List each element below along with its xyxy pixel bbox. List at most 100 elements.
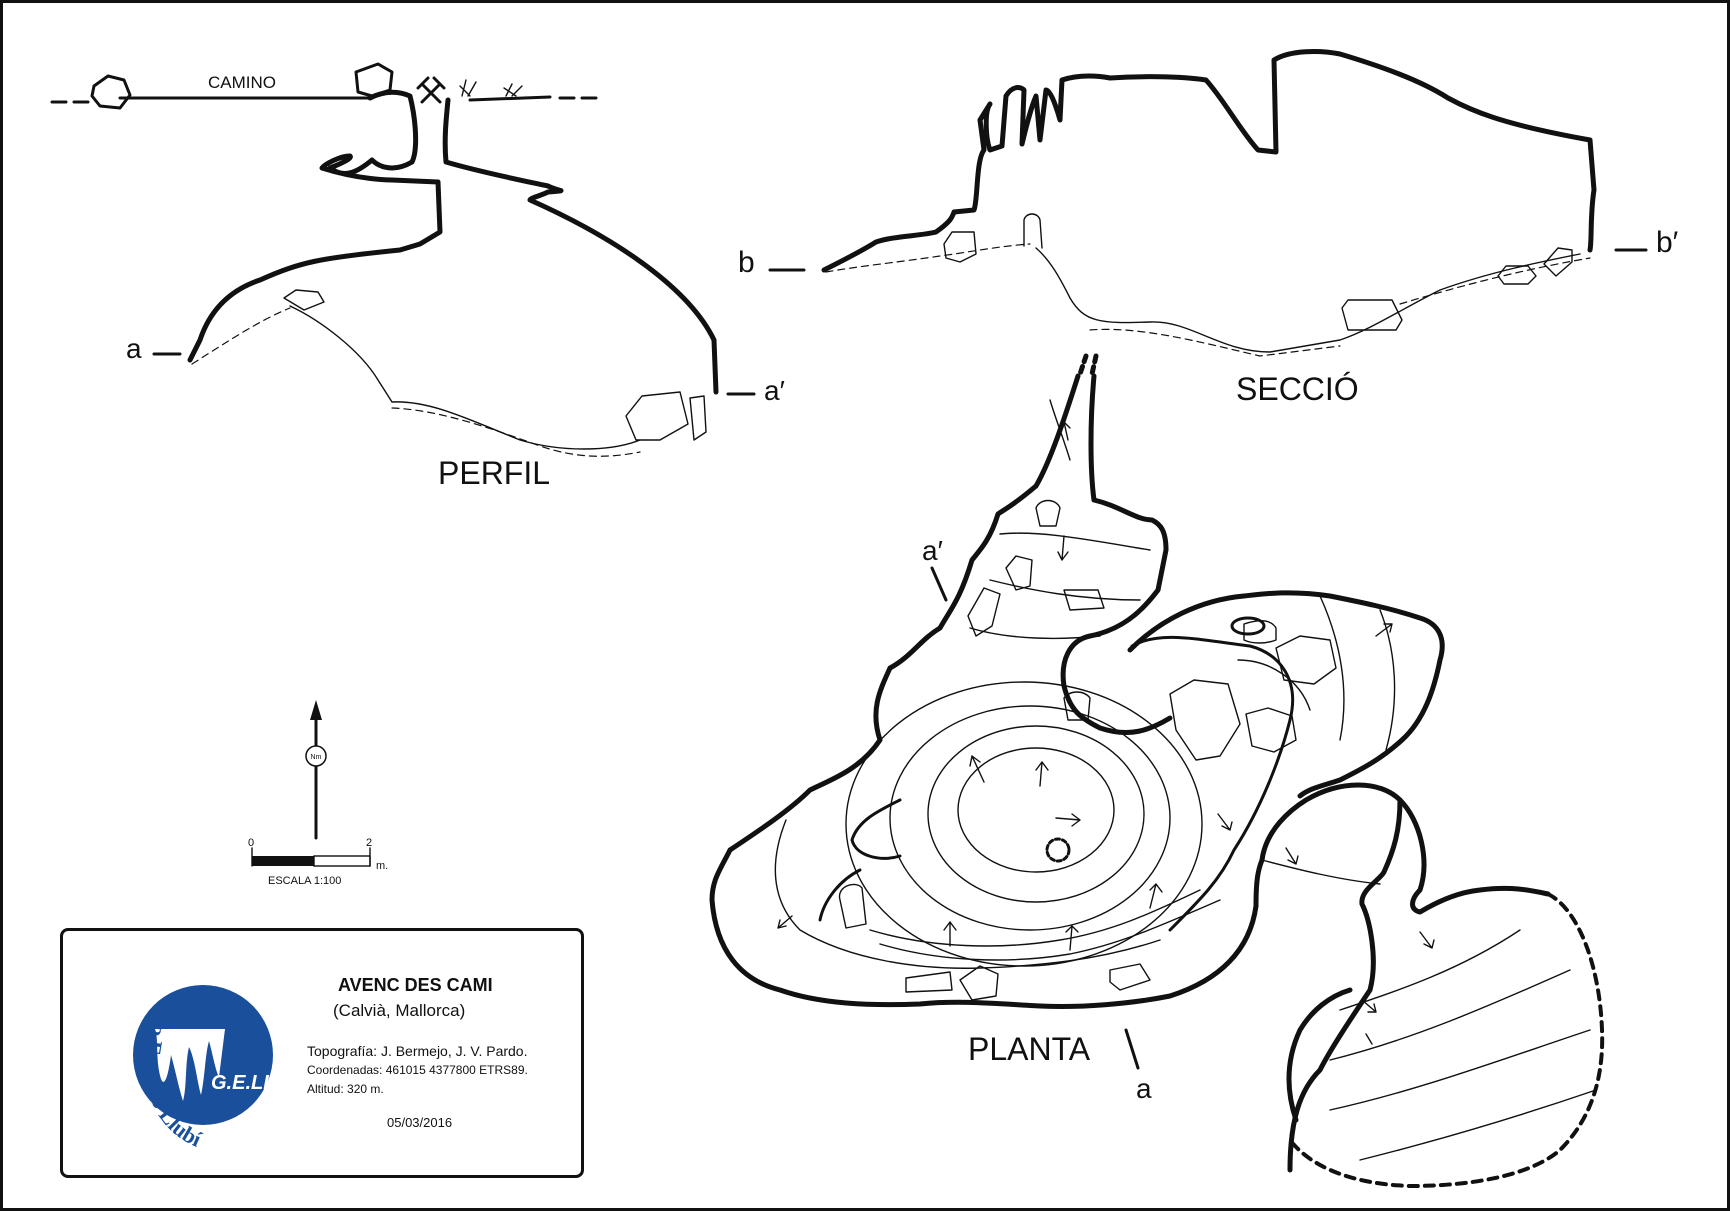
profile-wall-left bbox=[187, 89, 443, 363]
contour-line bbox=[845, 681, 1203, 967]
north-arrow-and-scale: Nm 0 2 m. ESCALA 1:100 bbox=[248, 700, 388, 887]
plan-outline-passage bbox=[1060, 373, 1173, 736]
pick-tools-icon bbox=[416, 76, 446, 104]
logo-abbreviation: G.E.LL. bbox=[211, 1072, 281, 1094]
logo-stalactite-icon bbox=[155, 1029, 225, 1101]
contour-line bbox=[1237, 659, 1311, 711]
boulder-icon bbox=[1169, 679, 1241, 761]
north-symbol-icon bbox=[305, 745, 327, 767]
slope-arrow-icon bbox=[1285, 847, 1299, 865]
profile-sediment bbox=[191, 307, 291, 365]
slope-arrow-icon bbox=[1057, 535, 1069, 561]
contour-line bbox=[1261, 859, 1381, 885]
boulder-icon bbox=[1243, 620, 1277, 644]
plan-ledge bbox=[1168, 718, 1292, 932]
plan-title: PLANTA bbox=[968, 1031, 1091, 1067]
boulder-icon bbox=[959, 965, 999, 1001]
profile-floor bbox=[289, 305, 641, 450]
section-sediment bbox=[1089, 328, 1341, 357]
scale-bar-black bbox=[252, 856, 314, 866]
plan-ledge bbox=[1130, 635, 1295, 722]
slope-arrow-icon bbox=[1365, 1033, 1373, 1045]
boulder-icon bbox=[1005, 555, 1033, 591]
scale-start: 0 bbox=[248, 837, 254, 849]
contour-line bbox=[1359, 1089, 1597, 1161]
stalagmite-icon bbox=[1023, 213, 1043, 249]
plan-outline-lower-left bbox=[1286, 987, 1353, 1123]
road-line-right bbox=[468, 95, 552, 102]
plan-outline-lower-lobe bbox=[1397, 797, 1551, 915]
section-sediment bbox=[825, 243, 1031, 273]
boulder-icon bbox=[967, 587, 1001, 637]
slope-arrow-icon bbox=[1361, 999, 1377, 1013]
cave-name: AVENC DES CAMI bbox=[338, 975, 493, 995]
boulder-icon bbox=[1497, 265, 1537, 285]
marker-b: b bbox=[738, 246, 755, 279]
contour-line bbox=[989, 579, 1141, 601]
slope-arrow-icon bbox=[1217, 813, 1233, 831]
plan-entrance bbox=[1077, 353, 1099, 377]
boulder-icon bbox=[90, 74, 132, 110]
contour-line bbox=[957, 747, 1115, 873]
contour-line bbox=[1329, 969, 1571, 1061]
legend-box: Grup Espeleo Llubí G.E.LL. AVENC DES CAM… bbox=[60, 928, 584, 1178]
contour-line bbox=[889, 705, 1171, 931]
contour-line bbox=[999, 532, 1151, 551]
boulder-icon bbox=[625, 391, 689, 441]
scale-bar-white bbox=[313, 855, 371, 867]
grass-icon bbox=[459, 79, 523, 97]
boulder-icon bbox=[838, 883, 867, 929]
survey-authors: Topografía: J. Bermejo, J. V. Pardo. bbox=[307, 1043, 528, 1059]
slope-arrow-icon bbox=[943, 921, 957, 947]
slope-arrow-icon bbox=[1149, 883, 1163, 909]
boulder-icon bbox=[905, 971, 953, 993]
slope-arrow-icon bbox=[1375, 623, 1393, 637]
boulder-icon bbox=[689, 395, 707, 441]
contour-line bbox=[869, 889, 1201, 947]
section-title: SECCIÓ bbox=[1236, 371, 1359, 407]
north-arrow-head-icon bbox=[310, 700, 322, 720]
altitude: Altitud: 320 m. bbox=[307, 1082, 384, 1096]
contour-line bbox=[1339, 929, 1521, 1011]
scale-end: 2 bbox=[366, 837, 372, 849]
profile-view: CAMINO a a′ PERFIL bbox=[50, 62, 785, 491]
profile-sediment bbox=[391, 407, 641, 457]
marker-a: a bbox=[126, 333, 142, 364]
marker-b-prime: b′ bbox=[1656, 226, 1679, 259]
pit-icon bbox=[1045, 837, 1071, 863]
slope-arrow-icon bbox=[1065, 925, 1079, 951]
contour-line bbox=[774, 819, 1161, 969]
plan-marker-a: a bbox=[1136, 1073, 1152, 1104]
club-logo: Grup Espeleo Llubí G.E.LL. bbox=[133, 985, 281, 1152]
plan-outline-unexplored bbox=[1288, 892, 1605, 1188]
marker-a-prime: a′ bbox=[764, 375, 785, 406]
plan-outline-right-lobe bbox=[1127, 590, 1445, 799]
section-view: b b′ SECCIÓ bbox=[738, 49, 1679, 407]
plan-outline-main bbox=[709, 373, 1403, 1173]
plan-marker-a-line bbox=[1124, 1028, 1140, 1070]
contour-line bbox=[1319, 595, 1345, 741]
slope-arrow-icon bbox=[1419, 931, 1435, 949]
contour-line bbox=[879, 899, 1221, 961]
road-label: CAMINO bbox=[208, 73, 276, 92]
slope-arrow-icon bbox=[1055, 813, 1081, 827]
profile-title: PERFIL bbox=[438, 455, 550, 491]
slope-arrow-icon bbox=[1059, 421, 1071, 441]
profile-wall-right bbox=[442, 97, 719, 395]
boulder-icon bbox=[1063, 589, 1105, 611]
boulder-icon bbox=[1275, 635, 1337, 685]
north-symbol: Nm bbox=[311, 754, 322, 761]
boulder-icon bbox=[1109, 963, 1151, 991]
pit-icon bbox=[1230, 616, 1266, 636]
slope-arrow-icon bbox=[1035, 761, 1049, 787]
section-floor bbox=[1035, 247, 1581, 353]
boulder-icon bbox=[1035, 499, 1061, 527]
boulder-icon bbox=[1543, 247, 1573, 277]
cave-location: (Calvià, Mallorca) bbox=[333, 1001, 466, 1020]
section-sediment bbox=[1399, 257, 1591, 305]
plan-ledge bbox=[818, 868, 862, 922]
boulder-icon bbox=[1341, 299, 1403, 331]
plan-view: a′ a PLANTA bbox=[709, 353, 1605, 1188]
